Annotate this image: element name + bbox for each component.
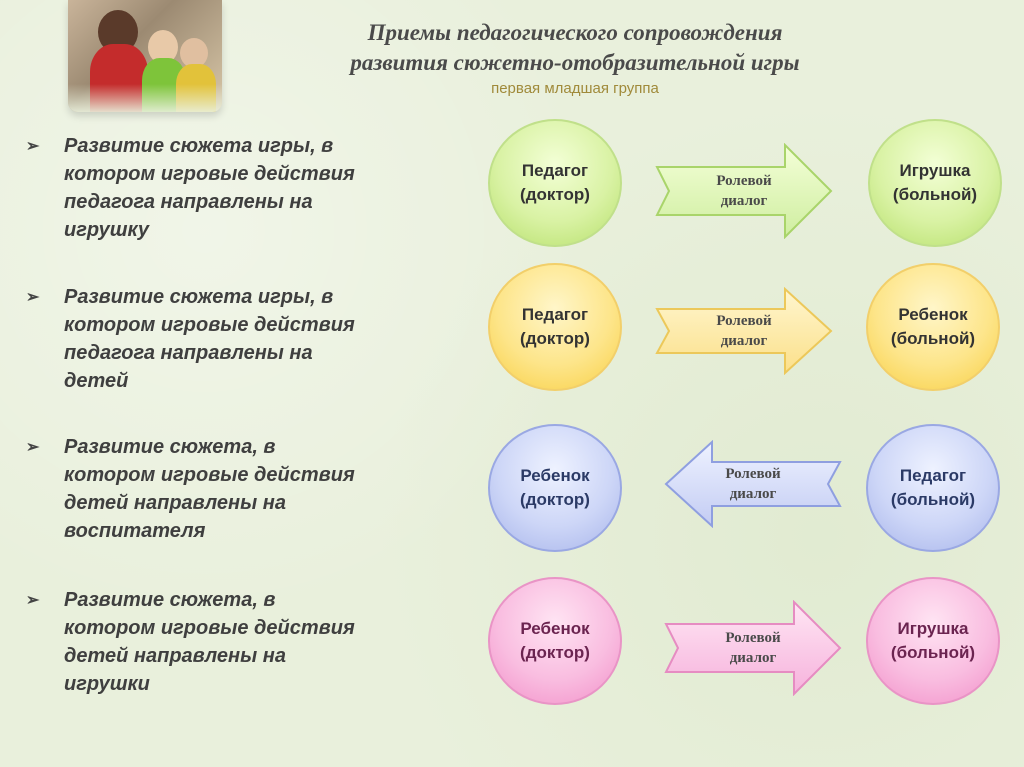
arrow-right-icon [664, 600, 842, 696]
bullet-text-1: Развитие сюжета игры, в котором игровые … [64, 135, 355, 241]
bullet-item-2: ➢ Развитие сюжета игры, в котором игровы… [26, 283, 446, 395]
bullet-item-1: ➢ Развитие сюжета игры, в котором игровы… [26, 132, 446, 244]
page-title-line1: Приемы педагогического сопровождения [367, 20, 783, 45]
arrow-right-icon [655, 143, 833, 239]
chevron-right-icon: ➢ [26, 439, 40, 456]
dialog-arrow-2: Ролевой диалог [655, 287, 833, 375]
dialog-arrow-4: Ролевой диалог [664, 600, 842, 696]
role-circle-right-3: Педагог (больной) [866, 424, 1000, 552]
page-subtitle: первая младшая группа [491, 80, 659, 97]
bullet-text-3: Развитие сюжета, в котором игровые дейст… [64, 436, 355, 542]
arrow-left-icon [664, 440, 842, 528]
bullet-item-4: ➢ Развитие сюжета, в котором игровые дей… [26, 586, 446, 698]
role-circle-left-4: Ребенок (доктор) [488, 577, 622, 705]
dialog-label-1: Ролевой диалог [716, 173, 772, 209]
role-circle-right-2: Ребенок (больной) [866, 263, 1000, 391]
role-circle-left-1: Педагог (доктор) [488, 119, 622, 247]
classroom-photo [68, 0, 222, 112]
bullet-text-2: Развитие сюжета игры, в котором игровые … [64, 286, 355, 392]
dialog-arrow-1: Ролевой диалог [655, 143, 833, 239]
dialog-label-3: Ролевой диалог [725, 466, 781, 502]
role-circle-right-4: Игрушка (больной) [866, 577, 1000, 705]
role-circle-right-1: Игрушка (больной) [868, 119, 1002, 247]
dialog-label-2: Ролевой диалог [716, 313, 772, 349]
role-circle-left-2: Педагог (доктор) [488, 263, 622, 391]
chevron-right-icon: ➢ [26, 289, 40, 306]
dialog-arrow-3: Ролевой диалог [664, 440, 842, 528]
arrow-right-icon [655, 287, 833, 375]
bullet-item-3: ➢ Развитие сюжета, в котором игровые дей… [26, 433, 446, 545]
page-title-line2: развития сюжетно-отобразительной игры [350, 50, 800, 75]
chevron-right-icon: ➢ [26, 138, 40, 155]
chevron-right-icon: ➢ [26, 592, 40, 609]
bullet-text-4: Развитие сюжета, в котором игровые дейст… [64, 589, 355, 695]
dialog-label-4: Ролевой диалог [725, 630, 781, 666]
role-circle-left-3: Ребенок (доктор) [488, 424, 622, 552]
